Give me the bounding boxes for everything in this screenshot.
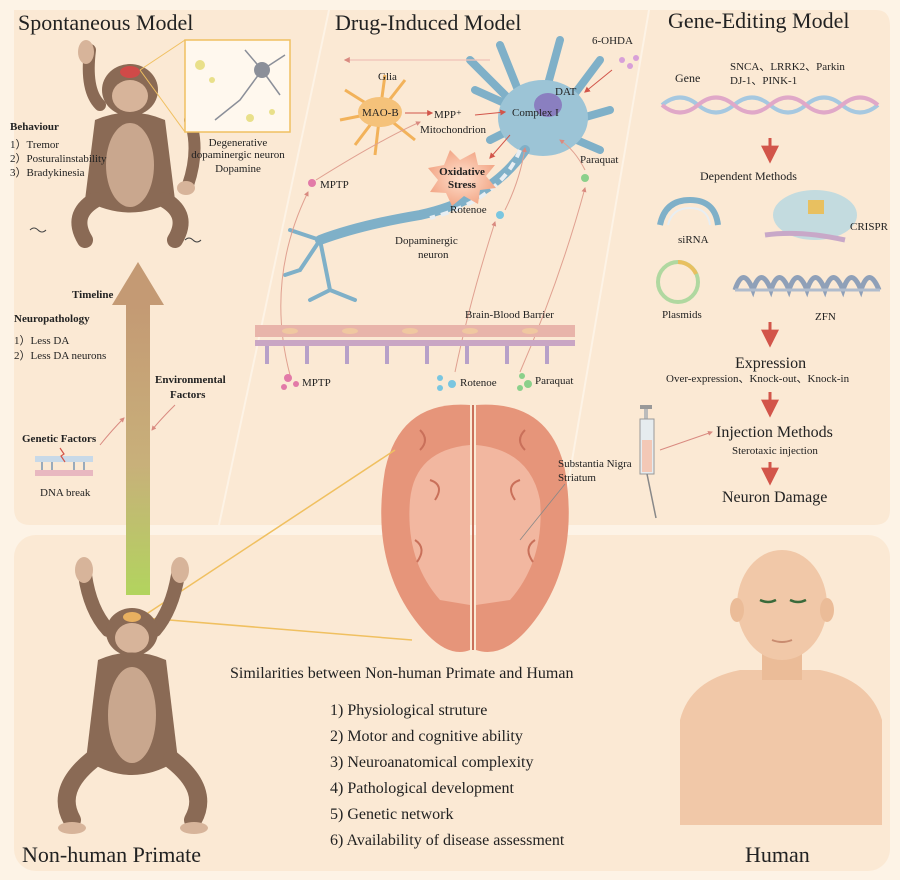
zfn-label: ZFN	[815, 311, 836, 323]
maob-label: MAO-B	[362, 107, 399, 119]
mpp-label: MPP⁺	[434, 109, 462, 121]
timeline-label: Timeline	[72, 289, 113, 301]
inset-label-2: dopaminergic neuron	[191, 149, 285, 161]
mptp-low-icon	[281, 374, 299, 390]
timeline-arrow	[112, 262, 164, 595]
zfn-icon	[732, 275, 882, 298]
behaviour-item-1: 1）Tremor	[10, 138, 59, 151]
paraquat-label: Paraquat	[580, 154, 618, 166]
neuron-damage-label: Neuron Damage	[722, 489, 827, 506]
expression-label: Expression	[735, 355, 806, 372]
similarities-title: Similarities between Non-human Primate a…	[230, 665, 573, 682]
brain-highlight	[120, 66, 140, 78]
plasmids-label: Plasmids	[662, 309, 702, 321]
gene-panel	[562, 10, 890, 525]
nhp-label: Non-human Primate	[22, 842, 201, 867]
complex-label: Complex I	[512, 107, 559, 119]
substantia-nigra-label: Substantia Nigra	[558, 458, 632, 470]
behaviour-item-3: 3）Bradykinesia	[10, 166, 85, 179]
da-neuron-label-1: Dopaminergic	[395, 235, 458, 247]
injection-methods-label: Injection Methods	[716, 424, 833, 441]
striatum-label: Striatum	[558, 472, 596, 484]
human-illustration	[680, 550, 882, 825]
plasmid-icon	[656, 260, 700, 304]
dependent-methods-label: Dependent Methods	[700, 169, 797, 183]
dopaminergic-neuron-illustration	[283, 36, 614, 302]
neuropathology-item-2: 2）Less DA neurons	[14, 349, 106, 362]
expression-types-label: Over-expression、Knock-out、Knock-in	[666, 373, 850, 385]
similarity-item-6: 6) Availability of disease assessment	[330, 832, 565, 849]
brain-illustration	[381, 404, 569, 652]
connector-line-2	[144, 617, 413, 641]
upper-monkey-illustration	[71, 40, 201, 248]
mitochondrion-label: Mitochondrion	[420, 124, 486, 136]
inset-label-1: Degenerative	[209, 137, 268, 149]
paraquat-molecule-icon	[581, 174, 589, 182]
sirna-icon	[657, 196, 721, 226]
crispr-label: CRISPR	[850, 221, 889, 233]
blood-brain-barrier-illustration	[255, 325, 575, 364]
sirna-label: siRNA	[678, 234, 709, 246]
human-label: Human	[745, 842, 810, 867]
spontaneous-panel	[14, 10, 328, 525]
dna-break-label: DNA break	[40, 487, 91, 499]
gene-list-1: SNCA、LRRK2、Parkin	[730, 61, 845, 73]
gene-label: Gene	[675, 71, 700, 85]
mptp-low-label: MPTP	[302, 377, 331, 389]
behaviour-title: Behaviour	[10, 121, 59, 133]
gene-title: Gene-Editing Model	[668, 8, 849, 33]
environmental-label-1: Environmental	[155, 374, 226, 386]
inset-label-3: Dopamine	[215, 163, 261, 175]
similarity-item-5: 5) Genetic network	[330, 806, 454, 823]
genetic-factors-label: Genetic Factors	[22, 433, 97, 445]
da-neuron-label-2: neuron	[418, 249, 449, 261]
bottom-panel	[14, 535, 890, 871]
mptp-label: MPTP	[320, 179, 349, 191]
neuropathology-item-1: 1）Less DA	[14, 334, 69, 347]
rotenoe-label: Rotenoe	[450, 204, 487, 216]
degenerative-neuron-inset	[139, 39, 291, 133]
behaviour-item-2: 2）Posturalinstability	[10, 152, 107, 165]
spontaneous-title: Spontaneous Model	[18, 10, 193, 35]
bbb-label: Brain-Blood Barrier	[465, 309, 554, 321]
similarity-item-1: 1) Physiological struture	[330, 702, 487, 719]
mptp-molecule-icon	[308, 179, 316, 187]
dna-helix-icon	[660, 95, 880, 115]
paraquat-low-label: Paraquat	[535, 375, 573, 387]
ohda-molecules-icon	[619, 55, 639, 69]
oxidative-label-1: Oxidative	[439, 166, 485, 178]
environmental-label-2: Factors	[170, 389, 206, 401]
lower-monkey-illustration	[57, 557, 208, 834]
paraquat-low-icon	[517, 373, 532, 391]
similarity-item-4: 4) Pathological development	[330, 780, 515, 797]
rotenoe-molecule-icon	[496, 211, 504, 219]
crispr-icon	[764, 190, 857, 243]
dat-label: DAT	[555, 86, 577, 98]
similarity-item-2: 2) Motor and cognitive ability	[330, 728, 523, 745]
similarity-item-3: 3) Neuroanatomical complexity	[330, 754, 533, 771]
neuropathology-title: Neuropathology	[14, 313, 90, 325]
drug-title: Drug-Induced Model	[335, 10, 521, 35]
gene-list-2: DJ-1、PINK-1	[730, 75, 797, 87]
sterotaxic-label: Sterotaxic injection	[732, 445, 818, 457]
ohda-label: 6-OHDA	[592, 35, 633, 47]
glia-illustration	[339, 74, 416, 156]
oxidative-stress-burst	[428, 150, 496, 206]
syringe-icon	[639, 405, 657, 519]
rotenoe-low-label: Rotenoe	[460, 377, 497, 389]
dna-break-icon	[35, 447, 93, 476]
rotenoe-low-icon	[437, 375, 456, 391]
oxidative-label-2: Stress	[448, 179, 477, 191]
glia-label: Glia	[378, 71, 397, 83]
connector-line-1	[144, 449, 396, 616]
